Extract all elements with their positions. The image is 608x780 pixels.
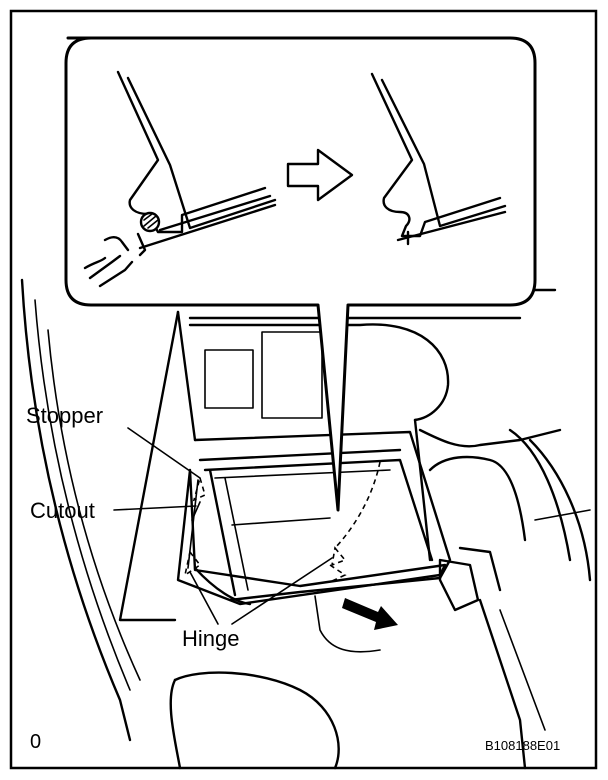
detail-before xyxy=(83,70,277,288)
pull-direction-arrow xyxy=(342,598,398,630)
labels: Stopper Cutout Hinge xyxy=(26,403,333,651)
dashboard-illustration xyxy=(20,278,592,770)
corner-mark: 0 xyxy=(30,731,41,753)
detail-callout xyxy=(64,36,537,512)
hinge-label: Hinge xyxy=(182,626,239,651)
cutout-label: Cutout xyxy=(30,498,95,523)
right-arrow-icon xyxy=(286,148,354,202)
figure-code: B108188E01 xyxy=(485,738,560,753)
detail-after xyxy=(370,72,507,246)
stopper-label: Stopper xyxy=(26,403,103,428)
callout-bubble xyxy=(64,36,537,512)
